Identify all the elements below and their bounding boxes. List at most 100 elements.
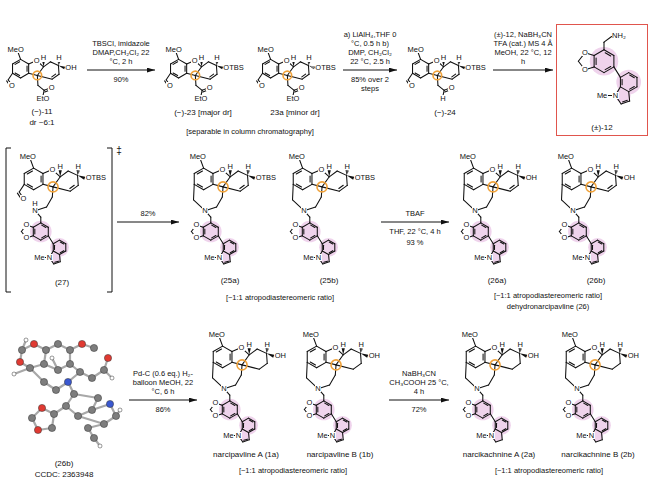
- bond-line: [466, 362, 475, 367]
- double-bond-line: [265, 73, 270, 76]
- bond-line: [360, 353, 362, 363]
- atom-label: O: [212, 412, 219, 420]
- atom-label: MeO: [189, 153, 206, 161]
- bond-line: [571, 236, 578, 240]
- double-bond-line: [212, 235, 216, 237]
- bond-line: [571, 227, 572, 236]
- hash-bond: [247, 172, 249, 173]
- atom-label: O: [587, 166, 594, 174]
- double-bond-line: [580, 235, 584, 237]
- atom-label: OTBS: [465, 64, 486, 72]
- bond-line: [33, 227, 34, 236]
- double-bond-line: [185, 66, 186, 71]
- atom-label: H: [358, 341, 364, 349]
- double-bond-line: [467, 171, 472, 174]
- crystal-atom: [54, 340, 61, 347]
- wedge-bond: [501, 348, 504, 354]
- bond-line: [606, 171, 615, 175]
- reaction-arrow: [343, 70, 397, 71]
- bond-line: [238, 171, 247, 175]
- bond-line: [494, 262, 500, 264]
- atom-label: Me: [572, 254, 583, 262]
- bond-line: [222, 405, 223, 414]
- bond-line: [210, 74, 217, 79]
- reagent-box: (±)-12: [556, 24, 648, 136]
- double-bond-line: [42, 235, 46, 237]
- bond-line: [495, 422, 496, 429]
- bond-line: [629, 87, 637, 92]
- bond-line: [463, 184, 465, 199]
- hash-bond: [312, 66, 314, 68]
- atom-label: O: [258, 82, 265, 90]
- crystal-atom: [62, 402, 69, 409]
- bond-line: [249, 418, 255, 422]
- double-bond-line: [54, 245, 55, 249]
- double-bond-line: [70, 185, 74, 188]
- bond-line: [421, 73, 429, 78]
- bond-line: [254, 422, 255, 429]
- reaction-conditions: TBAF: [395, 209, 435, 218]
- bond-line: [212, 174, 213, 185]
- double-bond-line: [224, 245, 225, 249]
- bond-line: [590, 405, 591, 414]
- hash-bond: [77, 172, 79, 173]
- crystal-atom: [66, 346, 73, 353]
- atom-label: MeO: [19, 153, 36, 161]
- hash-bond: [247, 174, 249, 175]
- atom-label: O: [448, 84, 455, 92]
- crystal-atom: [30, 340, 37, 347]
- bond-line: [508, 171, 517, 175]
- bond-line: [499, 255, 501, 262]
- bond-line: [208, 62, 216, 66]
- atom-label: OH: [65, 64, 77, 72]
- crystal-atom: [74, 412, 81, 419]
- wedge-bond: [518, 175, 526, 179]
- double-bond-line: [216, 362, 221, 365]
- double-bond-line: [481, 176, 482, 182]
- wedge-bond: [248, 175, 256, 179]
- wedge-bond: [59, 170, 62, 176]
- atom-label: O: [318, 166, 325, 174]
- bond-line: [591, 244, 592, 251]
- atom-label: MeO: [288, 153, 305, 161]
- crystal-atom: [50, 410, 57, 417]
- double-bond-line: [576, 407, 577, 412]
- bond-line: [13, 73, 21, 78]
- atom-label: Me: [576, 432, 587, 440]
- atom-label: O: [582, 49, 589, 57]
- bond-line: [223, 346, 232, 351]
- double-bond-line: [569, 349, 574, 352]
- double-bond-line: [496, 423, 497, 427]
- quaternary-center-mark: [586, 182, 596, 192]
- double-bond-line: [325, 403, 329, 405]
- atom-label: H: [246, 341, 252, 349]
- bond-line: [476, 362, 485, 367]
- double-bond-line: [584, 403, 588, 405]
- atom-label: O: [561, 234, 568, 242]
- compound-name: (27): [55, 278, 69, 288]
- crystal-atom: [90, 434, 97, 441]
- structure-drawing: [563, 338, 627, 442]
- atom-label: O: [238, 344, 245, 352]
- bond-line: [561, 184, 563, 199]
- scheme-note: [~1:1 atropodiastereomeric ratio]: [239, 466, 347, 475]
- bond-line: [336, 422, 337, 429]
- crystal-atom: [88, 406, 95, 413]
- atom-label: H: [227, 163, 233, 171]
- bond-line: [218, 236, 223, 244]
- bond-line: [603, 244, 604, 251]
- bond-line: [353, 363, 361, 369]
- bond-line: [614, 67, 621, 77]
- bond-line: [484, 352, 485, 363]
- wedge-bond: [342, 348, 345, 354]
- wedge-bond: [42, 61, 45, 67]
- bond-line: [595, 418, 601, 422]
- hash-bond: [216, 63, 217, 64]
- bond-line: [218, 227, 219, 236]
- crystal-atom: [98, 444, 102, 448]
- double-bond-line: [303, 229, 304, 234]
- bond-line: [450, 62, 458, 66]
- reaction-conditions: NaBH₃CN CH₃COOH 25 °C, 4 h: [389, 369, 449, 396]
- double-bond-line: [249, 429, 253, 431]
- bond-line: [302, 223, 309, 227]
